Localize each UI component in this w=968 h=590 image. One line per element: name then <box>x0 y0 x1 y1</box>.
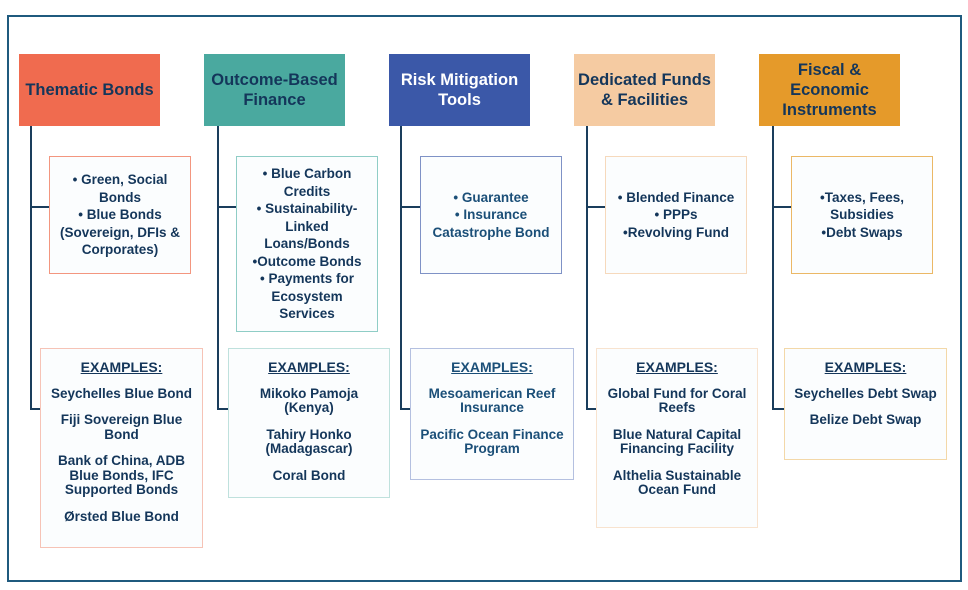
example-item: Coral Bond <box>272 467 346 483</box>
connector-branch <box>217 206 236 208</box>
examples-box-dedicated-funds-facilities: EXAMPLES: Global Fund for Coral Reefs Bl… <box>596 348 758 528</box>
connector-trunk <box>30 126 32 410</box>
examples-box-risk-mitigation-tools: EXAMPLES: Mesoamerican Reef Insurance Pa… <box>410 348 574 480</box>
connector-trunk <box>400 126 402 410</box>
instrument-item: •Taxes, Fees, Subsidies <box>819 189 905 223</box>
header-thematic-bonds: Thematic Bonds <box>19 54 160 126</box>
example-item: Global Fund for Coral Reefs <box>607 385 747 415</box>
example-item: Pacific Ocean Finance Program <box>420 426 564 456</box>
instrument-item: • Blue Carbon Credits <box>262 166 352 199</box>
connector-branch <box>586 206 605 208</box>
instrument-item: •Revolving Fund <box>623 224 729 240</box>
instrument-item: •Debt Swaps <box>821 224 903 240</box>
example-item: Althelia Sustainable Ocean Fund <box>612 467 742 497</box>
example-item: Mesoamerican Reef Insurance <box>428 385 556 415</box>
instruments-box-dedicated-funds-facilities: • Blended Finance • PPPs •Revolving Fund <box>605 156 747 274</box>
examples-title: EXAMPLES: <box>451 359 533 375</box>
connector-branch <box>400 206 420 208</box>
instrument-item: •Outcome Bonds <box>252 253 362 269</box>
connector-trunk <box>586 126 588 410</box>
instrument-item: • Blended Finance <box>617 189 735 205</box>
examples-box-outcome-based-finance: EXAMPLES: Mikoko Pamoja (Kenya) Tahiry H… <box>228 348 390 498</box>
examples-title: EXAMPLES: <box>636 359 718 375</box>
example-item: Ørsted Blue Bond <box>64 508 179 524</box>
examples-box-thematic-bonds: EXAMPLES: Seychelles Blue Bond Fiji Sove… <box>40 348 203 548</box>
instrument-item: • Payments for Ecosystem Services <box>259 271 354 322</box>
examples-title: EXAMPLES: <box>80 359 163 375</box>
example-item: Tahiry Honko (Madagascar) <box>265 426 353 456</box>
instrument-item: • Blue Bonds (Sovereign, DFIs & Corporat… <box>59 207 181 258</box>
example-item: Belize Debt Swap <box>809 412 922 427</box>
instrument-item: • Sustainability-Linked Loans/Bonds <box>256 201 358 252</box>
examples-box-fiscal-economic-instruments: EXAMPLES: Seychelles Debt Swap Belize De… <box>784 348 947 460</box>
instruments-box-risk-mitigation-tools: • Guarantee • Insurance Catastrophe Bond <box>420 156 562 274</box>
header-dedicated-funds-facilities: Dedicated Funds & Facilities <box>574 54 715 126</box>
connector-branch <box>400 408 411 410</box>
connector-branch <box>772 408 784 410</box>
instrument-item: • Insurance Catastrophe Bond <box>432 207 550 240</box>
instruments-box-outcome-based-finance: • Blue Carbon Credits • Sustainability-L… <box>236 156 378 332</box>
example-item: Bank of China, ADB Blue Bonds, IFC Suppo… <box>57 453 185 497</box>
connector-branch <box>30 408 41 410</box>
connector-branch <box>772 206 791 208</box>
example-item: Fiji Sovereign Blue Bond <box>60 412 183 442</box>
header-fiscal-economic-instruments: Fiscal & Economic Instruments <box>759 54 900 126</box>
connector-trunk <box>772 126 774 410</box>
example-item: Seychelles Blue Bond <box>50 385 193 401</box>
connector-trunk <box>217 126 219 410</box>
instrument-item: • Guarantee <box>453 189 529 205</box>
instrument-item: • PPPs <box>654 207 698 223</box>
header-risk-mitigation-tools: Risk Mitigation Tools <box>389 54 530 126</box>
connector-branch <box>586 408 597 410</box>
connector-branch <box>30 206 49 208</box>
instrument-item: • Green, Social Bonds <box>72 172 168 205</box>
diagram-frame <box>7 15 962 582</box>
instruments-box-thematic-bonds: • Green, Social Bonds • Blue Bonds (Sove… <box>49 156 191 274</box>
examples-title: EXAMPLES: <box>824 359 907 375</box>
example-item: Seychelles Debt Swap <box>794 385 937 401</box>
connector-branch <box>217 408 228 410</box>
example-item: Mikoko Pamoja (Kenya) <box>259 385 359 415</box>
header-outcome-based-finance: Outcome-Based Finance <box>204 54 345 126</box>
example-item: Blue Natural Capital Financing Facility <box>612 426 742 456</box>
instruments-box-fiscal-economic-instruments: •Taxes, Fees, Subsidies •Debt Swaps <box>791 156 933 274</box>
examples-title: EXAMPLES: <box>268 359 350 375</box>
